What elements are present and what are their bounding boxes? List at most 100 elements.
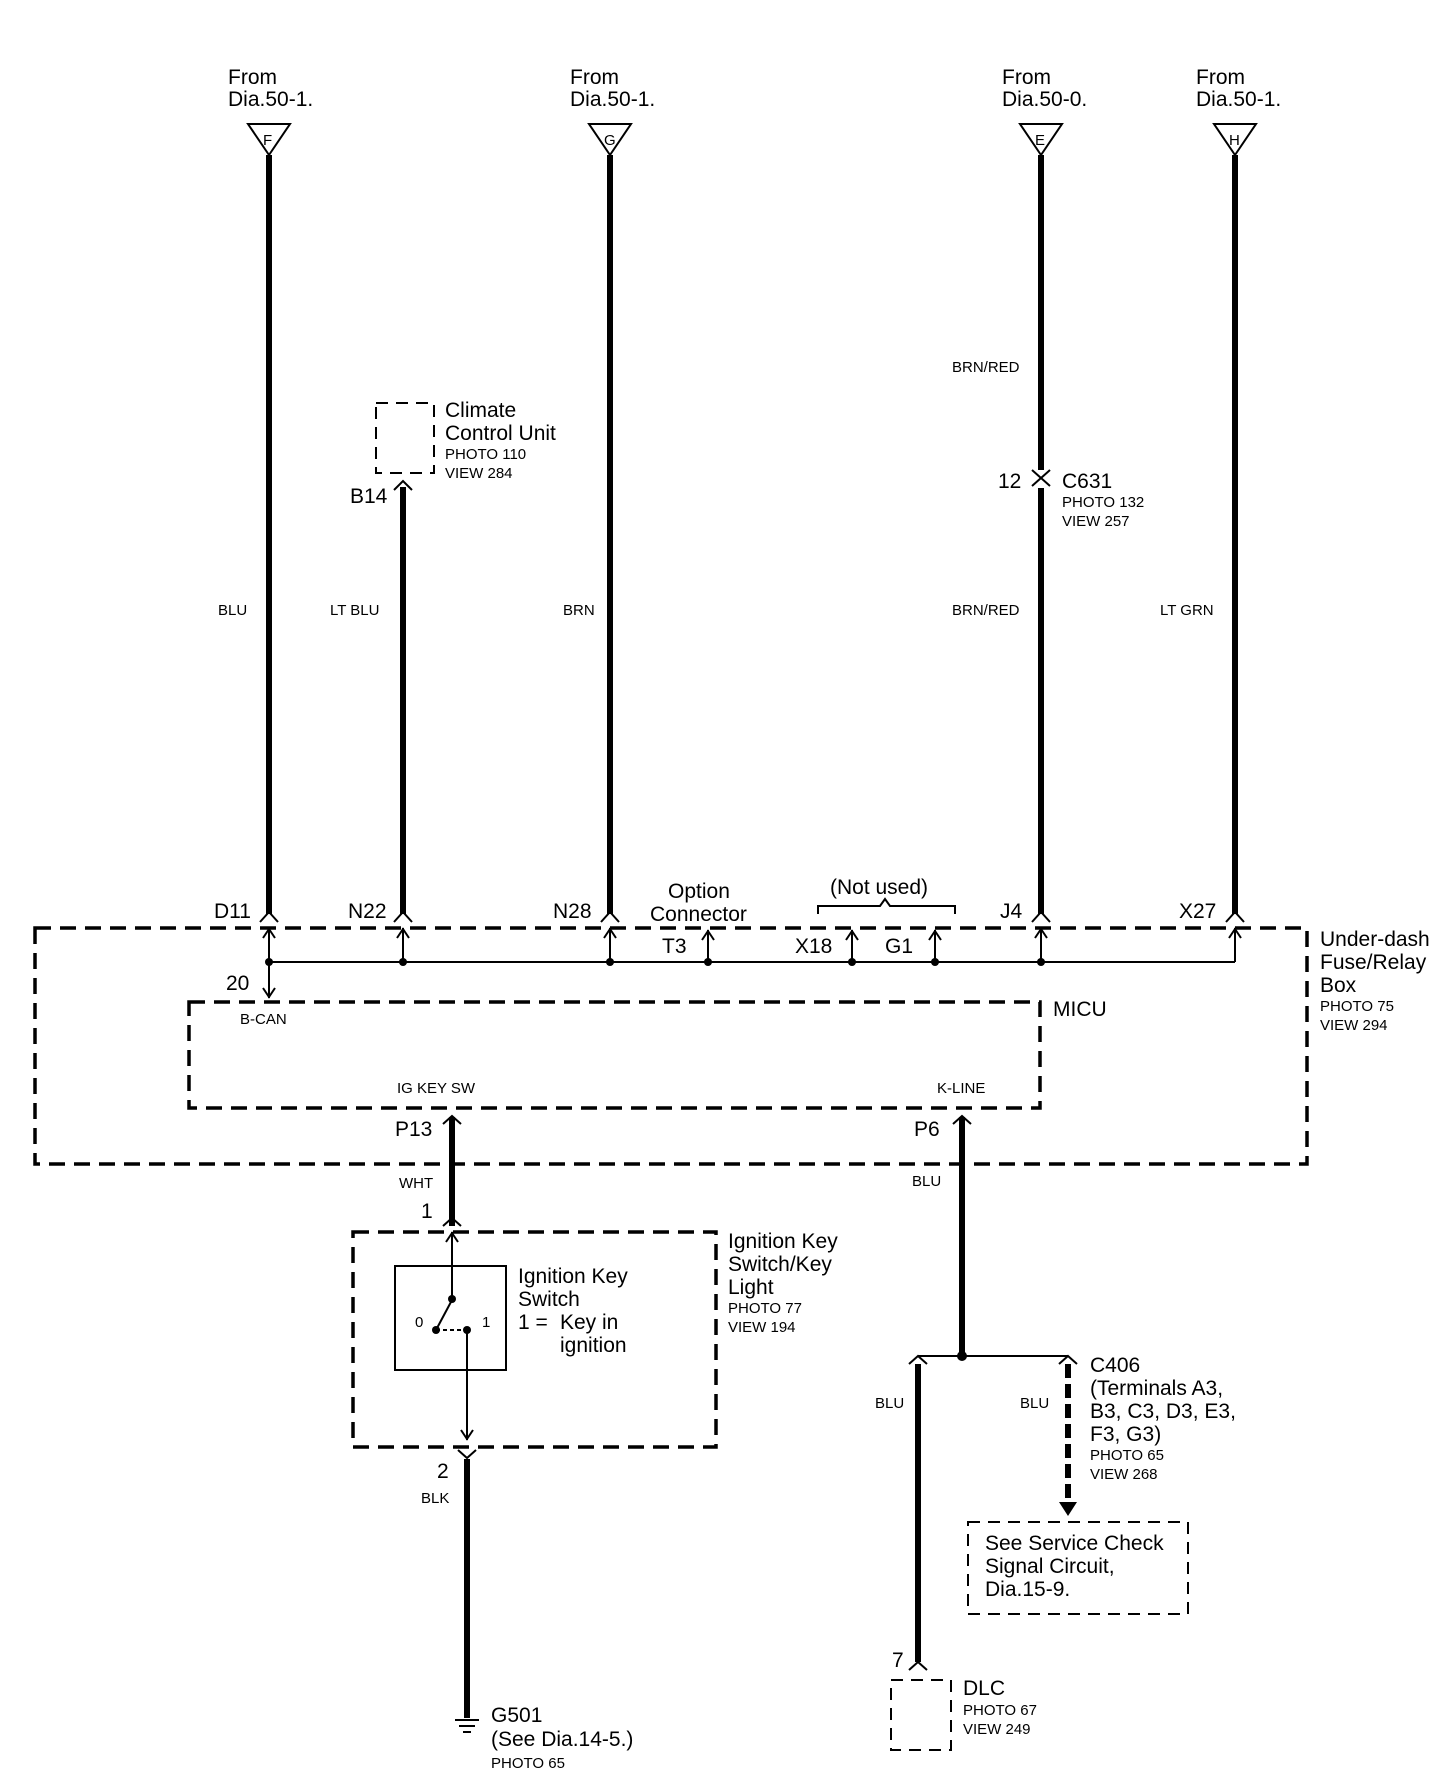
option-connector-label1: Option	[668, 880, 730, 903]
source-e-dia: Dia.50-0.	[1002, 88, 1087, 111]
source-f-from: From	[228, 66, 277, 89]
micu-igkey: IG KEY SW	[397, 1080, 476, 1097]
pin-x18: X18	[795, 935, 832, 958]
pin-t3: T3	[662, 935, 687, 958]
source-g-triangle	[587, 123, 633, 157]
junction-d11	[265, 958, 273, 966]
c406-name: C406	[1090, 1354, 1140, 1377]
chevron-n28-icon	[600, 910, 620, 923]
source-f-letter: F	[263, 132, 272, 149]
source-h-from: From	[1196, 66, 1245, 89]
source-h-letter: H	[1229, 132, 1240, 149]
c631-chevron-lower-icon	[1031, 476, 1051, 487]
switch-label1: Ignition Key	[518, 1265, 628, 1288]
service-l3: Dia.15-9.	[985, 1578, 1070, 1601]
ign-arrow-bottom-icon	[460, 1429, 474, 1441]
switch-contact-0	[448, 1295, 456, 1303]
junction-t3	[704, 958, 712, 966]
arrow-d11-icon	[262, 927, 276, 939]
ground-g501: G501 (See Dia.14-5.) PHOTO 65	[455, 1704, 633, 1772]
arrow-x27-icon	[1228, 927, 1242, 939]
pin-20: 20	[226, 972, 249, 995]
switch-label2: Switch	[518, 1288, 580, 1311]
fuse-box-name2: Fuse/Relay	[1320, 951, 1427, 974]
ign-pin-1: 1	[421, 1200, 433, 1223]
source-f: From Dia.50-1. F	[228, 66, 313, 157]
c631-name: C631	[1062, 470, 1112, 493]
ignition-name3: Light	[728, 1276, 774, 1299]
climate-photo: PHOTO 110	[445, 446, 526, 463]
c406-l3: F3, G3)	[1090, 1423, 1161, 1446]
source-g-letter: G	[604, 132, 616, 149]
ign-pin-2: 2	[437, 1460, 449, 1483]
c631-view: VIEW 257	[1062, 513, 1130, 530]
arrow-x18-icon	[845, 929, 859, 941]
junction-g1	[931, 958, 939, 966]
switch-pos-1: 1	[482, 1314, 490, 1331]
dlc-box	[890, 1679, 952, 1751]
arrow-20-icon	[262, 987, 276, 999]
pin-g1: G1	[885, 935, 913, 958]
ign-arrow-top-icon	[445, 1231, 459, 1243]
service-l2: Signal Circuit,	[985, 1555, 1115, 1578]
g501-photo: PHOTO 65	[491, 1755, 565, 1772]
wire-brn-label: BRN	[563, 602, 595, 619]
source-h: From Dia.50-1. H	[1196, 66, 1281, 157]
micu-outline	[187, 1000, 1042, 1110]
connector-c406: C406 (Terminals A3, B3, C3, D3, E3, F3, …	[1090, 1354, 1236, 1483]
switch-label3b: Key in	[560, 1311, 618, 1334]
climate-box	[375, 402, 435, 474]
c631-photo: PHOTO 132	[1062, 494, 1144, 511]
source-e-from: From	[1002, 66, 1051, 89]
fuse-box-name3: Box	[1320, 974, 1357, 997]
dlc-name: DLC	[963, 1677, 1005, 1700]
chevron-x27-icon	[1225, 910, 1245, 923]
source-e-triangle	[1018, 123, 1064, 157]
chevron-ign-2-icon	[457, 1449, 477, 1460]
ignition-name1: Ignition Key	[728, 1230, 838, 1253]
service-l1: See Service Check	[985, 1532, 1164, 1555]
service-check-box	[967, 1521, 1189, 1615]
wire-c406-blu-label: BLU	[1020, 1395, 1049, 1412]
fuse-box-name1: Under-dash	[1320, 928, 1430, 951]
chevron-c406-icon	[1058, 1354, 1078, 1365]
wire-f-blu-label: BLU	[218, 602, 247, 619]
switch-label4: ignition	[560, 1334, 627, 1357]
wire-k-blu-label: BLU	[912, 1173, 941, 1190]
source-h-dia: Dia.50-1.	[1196, 88, 1281, 111]
wire-blk-label: BLK	[421, 1490, 449, 1507]
junction-n28	[606, 958, 614, 966]
not-used-label: (Not used)	[830, 876, 928, 899]
c406-l2: B3, C3, D3, E3,	[1090, 1400, 1236, 1423]
dlc: DLC PHOTO 67 VIEW 249	[890, 1677, 1037, 1751]
source-g-from: From	[570, 66, 619, 89]
source-h-triangle	[1212, 123, 1258, 157]
ignition-view: VIEW 194	[728, 1319, 796, 1336]
ignition-key-switch: 1 0 1 Ignition Key Switch 1 = Key in ign…	[351, 1200, 838, 1449]
not-used-brace	[817, 897, 956, 914]
pin-d11: D11	[214, 900, 251, 923]
c406-arrow-icon	[1059, 1502, 1077, 1516]
source-f-triangle	[246, 123, 292, 157]
climate-control-unit: Climate Control Unit PHOTO 110 VIEW 284 …	[350, 399, 556, 508]
pin-p13: P13	[395, 1118, 432, 1141]
source-g-dia: Dia.50-1.	[570, 88, 655, 111]
source-e-letter: E	[1035, 132, 1045, 149]
chevron-j4-icon	[1031, 910, 1051, 923]
c631-pin: 12	[998, 470, 1021, 493]
ignition-outline	[351, 1230, 718, 1449]
pin-n28: N28	[553, 900, 592, 923]
junction-x18	[848, 958, 856, 966]
junction-j4	[1037, 958, 1045, 966]
arrow-n28-icon	[603, 927, 617, 939]
c406-l1: (Terminals A3,	[1090, 1377, 1223, 1400]
source-f-dia: Dia.50-1.	[228, 88, 313, 111]
c406-photo: PHOTO 65	[1090, 1447, 1164, 1464]
switch-pos-0: 0	[415, 1314, 423, 1331]
ignition-name2: Switch/Key	[728, 1253, 832, 1276]
arrow-g1-icon	[928, 929, 942, 941]
fuse-box-photo: PHOTO 75	[1320, 998, 1394, 1015]
wire-brn-red-top-label: BRN/RED	[952, 359, 1020, 376]
c406-view: VIEW 268	[1090, 1466, 1158, 1483]
